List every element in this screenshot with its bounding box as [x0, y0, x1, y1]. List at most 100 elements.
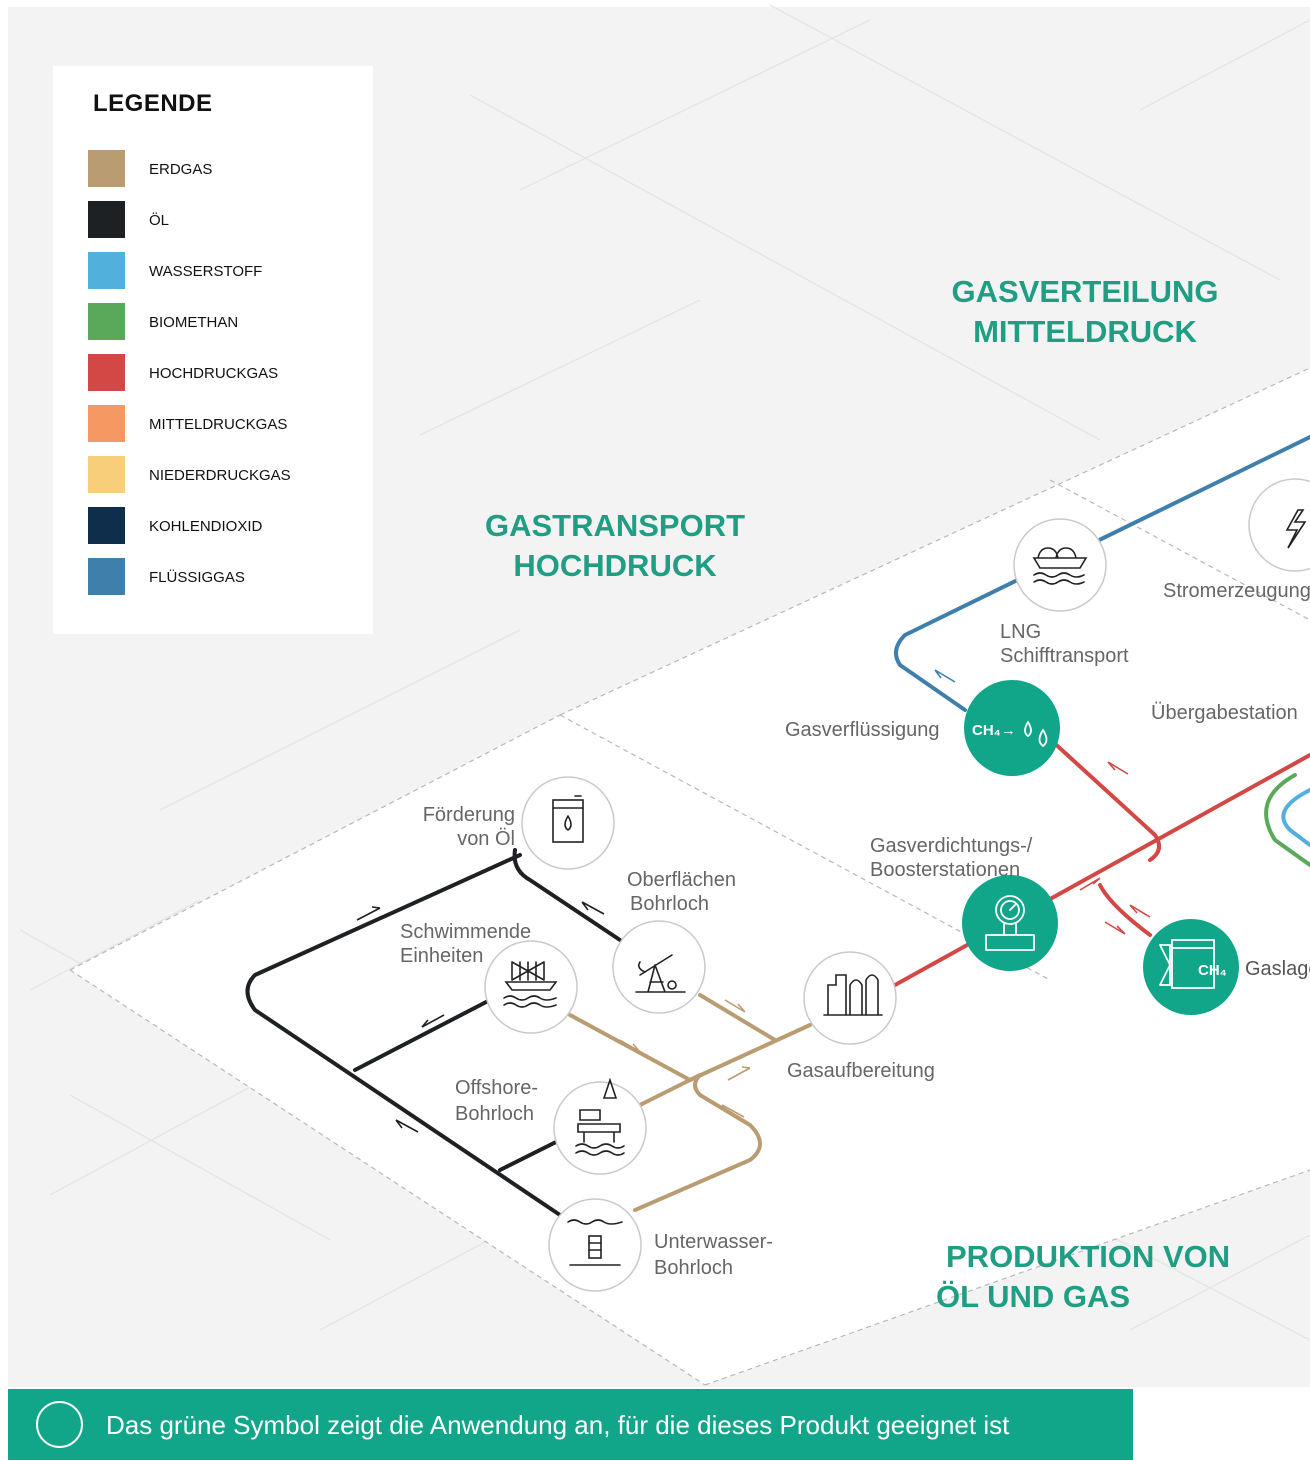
node-oberflaeche	[612, 920, 706, 1014]
node-offshore	[553, 1081, 647, 1175]
platform	[70, 368, 1310, 1385]
legend-label: ÖL	[149, 212, 170, 229]
lightning-icon	[1285, 509, 1307, 549]
legend-item: HOCHDRUCKGAS	[88, 354, 368, 392]
legend-item: WASSERSTOFF	[88, 252, 368, 290]
region-title-line: ÖL UND GAS	[936, 1279, 1131, 1314]
pipe-erdgas-surface	[698, 993, 777, 1042]
legend-swatch	[88, 150, 125, 187]
legend-label: BIOMETHAN	[149, 314, 239, 331]
oil-barrel-icon	[552, 795, 584, 843]
label-line: Schifftransport	[1000, 645, 1129, 667]
pipe-oel-surface	[512, 848, 622, 942]
pipe-hochdruck-main	[893, 753, 1310, 987]
label-line: von Öl	[457, 828, 515, 850]
label-line: Einheiten	[400, 945, 484, 967]
green-symbol-icon	[36, 1401, 83, 1448]
footer-text: Das grüne Symbol zeigt die Anwendung an,…	[106, 1410, 1010, 1440]
legend-label: KOHLENDIOXID	[149, 518, 263, 535]
node-oel	[521, 776, 615, 870]
gas-storage-tank-icon	[1159, 939, 1215, 989]
legend-item: ERDGAS	[88, 150, 368, 188]
label-line: Bohrloch	[654, 1257, 733, 1279]
legend-item: FLÜSSIGGAS	[88, 558, 368, 596]
legend-label: HOCHDRUCKGAS	[149, 365, 279, 382]
footer-banner: Das grüne Symbol zeigt die Anwendung an,…	[8, 1389, 1133, 1460]
label-schwimmend: Schwimmende Einheiten	[400, 920, 531, 968]
pipelines	[245, 435, 1310, 1217]
region-title-produktion: PRODUKTION VON ÖL UND GAS	[936, 1237, 1256, 1317]
region-title-line: GASTRANSPORT	[484, 508, 746, 543]
legend-title: LEGENDE	[93, 90, 213, 117]
legend-item: KOHLENDIOXID	[88, 507, 368, 545]
label-speicher: Gaslager	[1245, 958, 1310, 980]
node-verdichtung	[962, 875, 1058, 971]
liquefaction-icon-text: CH₄→	[972, 722, 1016, 739]
label-line: Schwimmende	[400, 921, 532, 943]
label-lng: LNG Schifftransport	[1000, 620, 1129, 668]
liquefaction-icon	[1024, 721, 1048, 748]
legend-label: FLÜSSIGGAS	[149, 569, 245, 586]
legend-item: BIOMETHAN	[88, 303, 368, 341]
pipe-hochdruck-liquefaction	[1038, 728, 1161, 862]
pipe-biomethan	[1264, 773, 1310, 867]
label-line: Oberflächen	[627, 869, 736, 891]
node-schwimmend	[484, 940, 578, 1034]
pipe-hochdruck-storage	[1098, 883, 1152, 937]
region-title-line: MITTELDRUCK	[973, 314, 1197, 349]
legend-item: NIEDERDRUCKGAS	[88, 456, 368, 494]
legend-label: WASSERSTOFF	[149, 263, 263, 280]
label-line: Förderung	[422, 804, 515, 826]
lng-ship-icon	[1032, 547, 1088, 585]
label-line: Bohrloch	[630, 893, 709, 915]
label-strom: Stromerzeugung	[1163, 580, 1310, 602]
offshore-rig-icon	[575, 1077, 625, 1156]
legend-swatch	[88, 354, 125, 391]
label-oel: Förderung von Öl	[420, 803, 515, 851]
legend-swatch	[88, 456, 125, 493]
label-verfluessigung: Gasverflüssigung	[785, 719, 940, 741]
label-unterwasser: Unterwasser- Bohrloch	[654, 1229, 773, 1281]
pipe-erdgas-subsea	[633, 1073, 762, 1212]
node-unterwasser	[548, 1198, 642, 1292]
subsea-well-icon	[567, 1219, 623, 1266]
storage-icon-text: CH₄	[1198, 962, 1227, 979]
legend-label: MITTELDRUCKGAS	[149, 416, 288, 433]
label-line: Gasverdichtungs-/	[870, 835, 1033, 857]
legend-swatch	[88, 405, 125, 442]
label-aufbereitung: Gasaufbereitung	[787, 1060, 935, 1082]
node-strom	[1248, 478, 1310, 572]
node-verfluessigung	[964, 680, 1060, 776]
pipe-erdgas-offshore	[638, 1073, 702, 1107]
pressure-gauge-icon	[985, 895, 1035, 951]
label-line: Offshore-	[455, 1077, 538, 1099]
label-oberflaeche: Oberflächen Bohrloch	[627, 868, 736, 916]
region-dividers	[69, 367, 1310, 1386]
label-line: Bohrloch	[455, 1103, 534, 1125]
region-title-hochdruck: GASTRANSPORT HOCHDRUCK	[460, 506, 770, 586]
legend-item: ÖL	[88, 201, 368, 239]
legend-swatch	[88, 252, 125, 289]
pipe-oel-floating	[353, 998, 492, 1072]
node-speicher	[1143, 919, 1239, 1015]
label-line: Boosterstationen	[870, 859, 1021, 881]
legend-item: MITTELDRUCKGAS	[88, 405, 368, 443]
floating-platform-icon	[503, 961, 558, 1008]
flow-arrows	[356, 669, 1151, 1133]
pipe-oel-offshore	[498, 1138, 562, 1172]
label-offshore: Offshore- Bohrloch	[455, 1075, 538, 1127]
legend-swatch	[88, 303, 125, 340]
label-line: Unterwasser-	[654, 1231, 773, 1253]
label-uebergabe: Übergabestation	[1151, 702, 1298, 724]
legend-swatch	[88, 558, 125, 595]
region-title-line: PRODUKTION VON	[946, 1239, 1231, 1274]
legend-swatch	[88, 507, 125, 544]
node-lng	[1013, 518, 1107, 612]
legend-swatch	[88, 201, 125, 238]
label-verdichtung: Gasverdichtungs-/ Boosterstationen	[870, 834, 1032, 882]
legend-label: NIEDERDRUCKGAS	[149, 467, 291, 484]
pipe-wasserstoff	[1281, 788, 1310, 847]
legend: LEGENDE ERDGAS ÖL WASSERSTOFF BIOMETHAN HOCH…	[53, 66, 373, 634]
region-title-mitteldruck: GASVERTEILUNG MITTELDRUCK	[935, 272, 1235, 352]
